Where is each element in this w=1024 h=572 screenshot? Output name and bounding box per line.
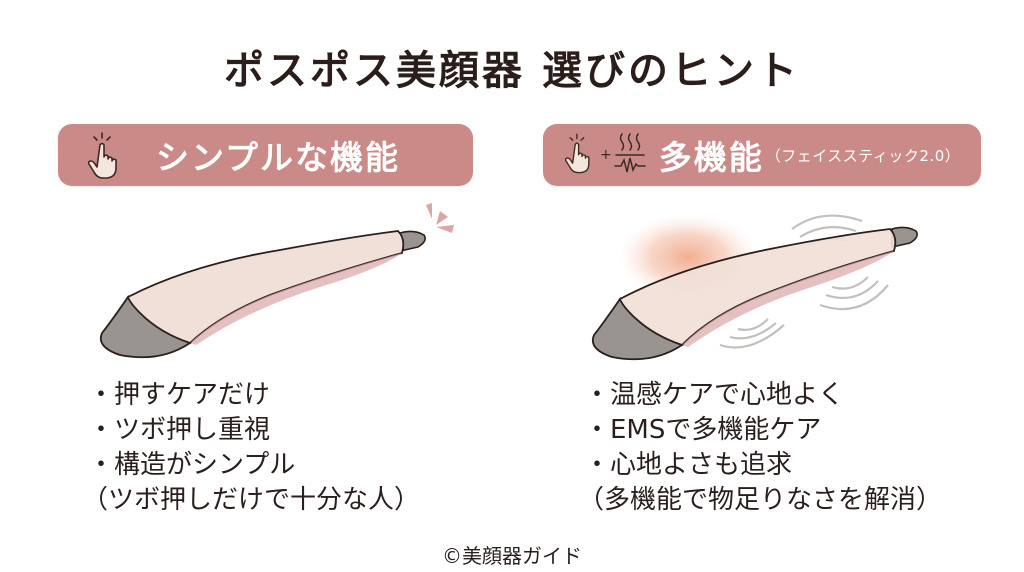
feature-item: ・ツボ押し重視 [88, 415, 271, 445]
multi-function-label: 多機能 [658, 138, 764, 177]
feature-note: （ツボ押しだけで十分な人） [82, 485, 421, 515]
multi-function-header: + 多機能 （フェイススティック2.0） [543, 124, 981, 186]
heat-wave-icon [613, 130, 647, 180]
feature-note: （多機能で物足りなさを解消） [578, 485, 943, 515]
simple-function-label: シンプルな機能 [156, 138, 401, 177]
multi-function-features: ・温感ケアで心地よく ・EMSで多機能ケア ・心地よさも追求 （多機能で物足りな… [578, 378, 942, 518]
multi-function-sublabel: （フェイススティック2.0） [765, 146, 961, 165]
simple-function-header: シンプルな機能 [58, 124, 473, 186]
press-spark-icon [426, 203, 454, 233]
feature-item: ・温感ケアで心地よく [584, 380, 845, 410]
feature-item: ・構造がシンプル [88, 450, 296, 480]
simple-function-features: ・押すケアだけ ・ツボ押し重視 ・構造がシンプル （ツボ押しだけで十分な人） [82, 378, 420, 518]
simple-face-stick-illustration [80, 195, 480, 379]
plus-icon: + [600, 147, 612, 163]
tap-finger-icon [88, 131, 128, 179]
feature-item: ・押すケアだけ [88, 380, 271, 410]
copyright-credit: ©美顔器ガイド [442, 544, 582, 568]
page-title: ポスポス美顔器 選びのヒント [224, 48, 800, 94]
feature-item: ・心地よさも追求 [584, 450, 793, 480]
tap-finger-icon [564, 130, 599, 180]
feature-item: ・EMSで多機能ケア [584, 415, 822, 445]
multi-function-face-stick-illustration [570, 195, 990, 379]
ems-pulse-icon [613, 157, 646, 173]
